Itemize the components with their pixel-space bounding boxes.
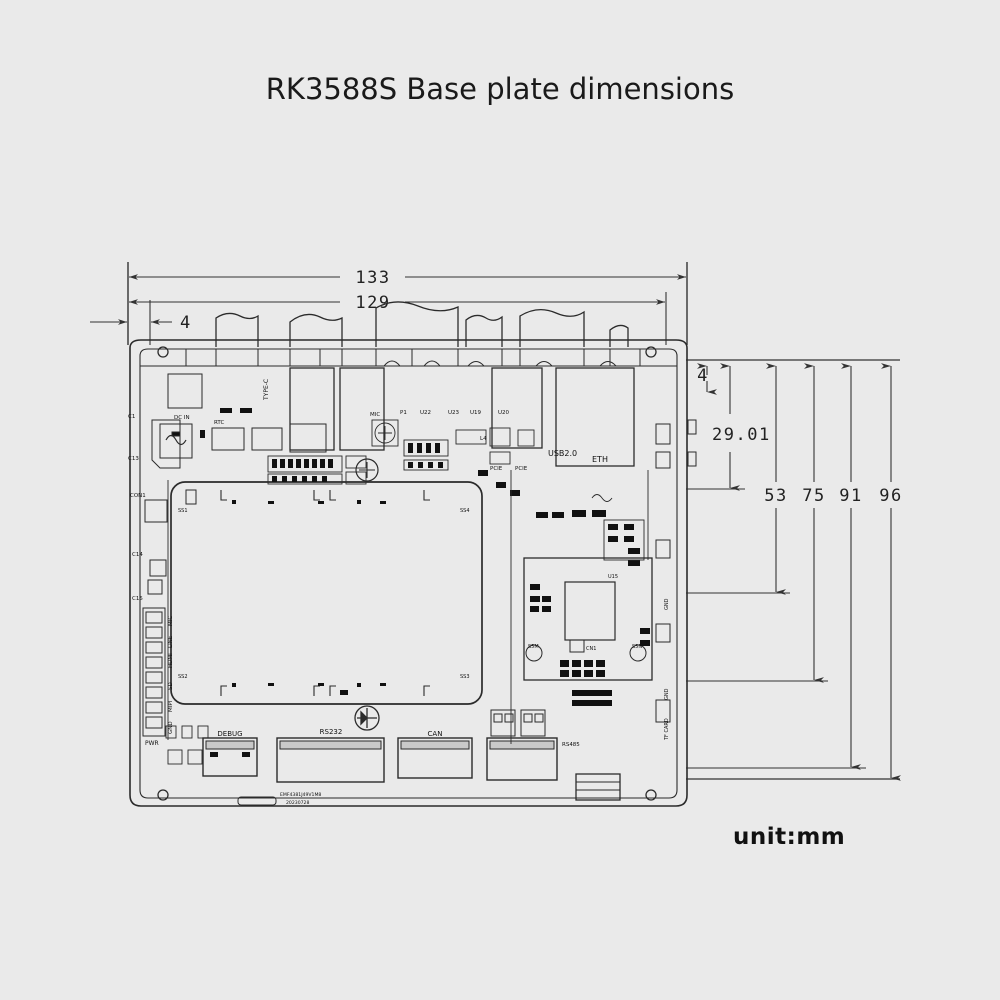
rs232-label: RS232 <box>320 728 343 736</box>
page-title: RK3588S Base plate dimensions <box>265 72 735 106</box>
typec-label: TYPE-C <box>263 379 270 401</box>
svg-text:C15: C15 <box>132 596 143 602</box>
dimension-label-91: 91 <box>839 486 862 506</box>
bottom-connectors <box>202 709 621 801</box>
misc-smd-outlines <box>165 494 645 765</box>
soc-module-outline: SS1 SS4 SS2 SS3 <box>170 481 483 705</box>
svg-text:MIC: MIC <box>370 412 380 418</box>
svg-text:C13: C13 <box>128 456 139 462</box>
right-edge-headers: GND GND TF CARD <box>655 419 697 741</box>
svg-text:LINE: LINE <box>168 635 174 648</box>
pwr-label: PWR <box>145 740 159 747</box>
svg-text:MIC: MIC <box>168 616 174 626</box>
svg-text:SS4: SS4 <box>460 508 470 514</box>
svg-text:RTC: RTC <box>214 420 224 426</box>
pcb-marking-block: EMF4381J49V1M8 20230728 <box>237 792 321 806</box>
svg-text:U19: U19 <box>470 410 482 416</box>
svg-text:U22: U22 <box>420 410 431 416</box>
dimension-label-29-01: 29.01 <box>712 425 771 445</box>
usb-eth-port-blocks <box>289 367 635 467</box>
pcb-outline <box>129 339 688 807</box>
svg-text:S5N: S5N <box>632 644 642 650</box>
svg-text:GND: GND <box>168 721 174 734</box>
port-silk-labels: USB2.0 ETH <box>548 449 608 464</box>
svg-text:PCIE: PCIE <box>490 466 503 472</box>
rs485-label: RS485 <box>562 742 580 748</box>
svg-text:SS1: SS1 <box>178 508 188 514</box>
can-label: CAN <box>428 730 443 738</box>
dimension-label-133: 133 <box>355 268 390 288</box>
svg-text:U15: U15 <box>608 574 618 580</box>
usb-label: USB2.0 <box>548 449 577 458</box>
svg-text:P1: P1 <box>400 410 407 416</box>
svg-text:C14: C14 <box>132 552 143 558</box>
svg-text:U20: U20 <box>498 410 510 416</box>
dimension-label-4-vertical: 4 <box>697 366 709 386</box>
bottom-connector-labels: DEBUG RS232 CAN <box>217 728 442 738</box>
guide-lines <box>167 470 649 782</box>
debug-label: DEBUG <box>217 730 242 738</box>
svg-text:SS3: SS3 <box>460 674 470 680</box>
misc-smd-components <box>200 408 650 706</box>
svg-text:CN1: CN1 <box>586 646 596 652</box>
svg-text:C1: C1 <box>128 414 135 420</box>
svg-text:CON1: CON1 <box>130 493 146 499</box>
eth-label: ETH <box>592 455 608 464</box>
dimension-label-53: 53 <box>764 486 787 506</box>
right-submodule: S5M S5N U15 CN1 <box>523 557 653 681</box>
top-edge-connector-cutouts <box>215 301 629 347</box>
vertical-dimension-group <box>686 359 901 781</box>
svg-text:PCIE: PCIE <box>515 466 528 472</box>
svg-text:SS2: SS2 <box>178 674 188 680</box>
svg-text:SD: SD <box>168 682 174 690</box>
board-revision: 20230728 <box>286 800 309 806</box>
smd-component-band: MIC P1 U22 U23 U19 U20 L4 PCIE PCIE <box>267 410 535 485</box>
dimension-label-129: 129 <box>355 293 390 313</box>
horizontal-dimension-group <box>90 262 688 345</box>
svg-text:S5M: S5M <box>528 644 539 650</box>
top-edge-port-slots <box>140 349 677 367</box>
left-edge-pin-header: MIC LINE HDMI SD MIPI GND PWR <box>142 607 174 747</box>
svg-text:L4: L4 <box>480 436 487 442</box>
power-section-components: DC IN RTC C1 C13 CON1 C14 C15 <box>128 373 327 602</box>
unit-label: unit:mm <box>733 824 846 850</box>
svg-text:GND: GND <box>664 688 670 700</box>
dimension-label-4-horizontal: 4 <box>180 313 192 333</box>
svg-text:HDMI: HDMI <box>168 653 174 668</box>
svg-text:U23: U23 <box>448 410 460 416</box>
svg-text:DC IN: DC IN <box>174 415 190 421</box>
dimension-label-75: 75 <box>802 486 825 506</box>
svg-text:GND: GND <box>664 598 670 610</box>
svg-text:TF CARD: TF CARD <box>664 718 670 741</box>
dimension-label-96: 96 <box>879 486 902 506</box>
svg-text:MIPI: MIPI <box>168 700 174 712</box>
fiducial-mark <box>354 705 380 731</box>
board-code: EMF4381J49V1M8 <box>280 792 321 798</box>
